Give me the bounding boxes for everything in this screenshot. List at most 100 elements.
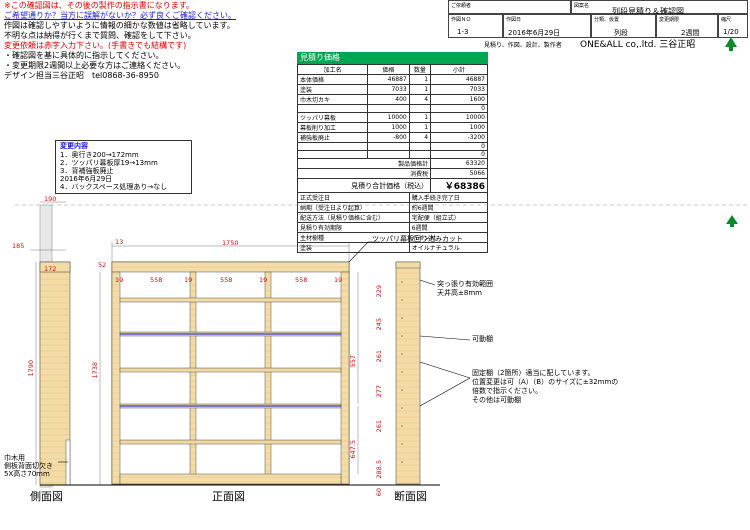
- category-caption: 分類、仮置: [594, 17, 620, 23]
- dim-19-d: 19: [334, 276, 343, 284]
- right-side-board: [340, 271, 350, 485]
- front-view: [100, 261, 380, 486]
- side-view: [39, 204, 110, 488]
- change-item: 2．ツッパリ幕板厚19→13mm: [60, 159, 158, 167]
- callout-movable-leader: [419, 335, 471, 341]
- callout-habaki-3: 5X高さ70mm: [4, 470, 50, 478]
- partition-1: [189, 271, 197, 485]
- dim-172: 172: [44, 265, 57, 273]
- dim-19-c: 19: [259, 276, 268, 284]
- info-value: オイルナチュラル: [408, 242, 489, 253]
- dim-1750: 1750: [222, 239, 239, 247]
- drawing-name-cell: 図案名 列段見積り＆確認図: [571, 0, 748, 16]
- change-title: 変更内容: [60, 142, 88, 150]
- section-panel: [395, 261, 421, 485]
- drawing-date: 2016年6月29日: [508, 29, 561, 37]
- callout-span: 突っ張り有効範囲: [437, 280, 493, 288]
- dim-60: 60: [375, 488, 383, 497]
- dim-52: 52: [98, 261, 107, 269]
- date-caption: 作図日: [506, 17, 522, 23]
- partition-2: [264, 271, 272, 485]
- change-item: 4．バックスペース処理あり→なし: [60, 183, 168, 191]
- callout-habaki-1: 巾木用: [4, 454, 25, 462]
- dim-558-2: 558: [220, 276, 233, 284]
- dim-261: 261: [375, 350, 383, 363]
- note-line-5: 変更依頼は赤字入力下さい。(手書きでも結構です): [4, 41, 187, 50]
- side-view-label: 側面図: [30, 490, 63, 503]
- callout-fixed-1: 固定棚（2箇所）適当に配しています。: [472, 369, 595, 377]
- callout-fixed-leader: [419, 377, 471, 407]
- callout-fixed-4: その他は可動棚: [472, 396, 521, 404]
- dim-2885: 288.5: [375, 460, 383, 479]
- left-side-board: [111, 271, 121, 485]
- drawing-no-cell: 作図ＮＯ 1-3: [448, 14, 503, 38]
- callout-top-leader: [348, 241, 380, 263]
- shelf-board: [119, 297, 342, 303]
- category: 列段: [614, 29, 628, 37]
- side-top: [39, 261, 71, 273]
- dim-19: 19: [115, 276, 124, 284]
- note-line-2: ご希望通りか？当方に誤解がないか？必ず良くご確認ください。: [4, 11, 236, 20]
- dim-261-b: 261: [375, 420, 383, 433]
- client-caption: ご依頼者: [451, 3, 472, 9]
- dim-190: 190: [44, 195, 57, 203]
- note-line-4: 不明な点は納得が行くまで質問、確認をして下さい。: [4, 31, 196, 40]
- callout-movable: 可動棚: [472, 335, 493, 343]
- callout-span-2: 天井高±8mm: [437, 289, 482, 297]
- shelf-board: [119, 367, 342, 373]
- change-item: 2016年6月29日: [60, 175, 113, 183]
- dim-245: 245: [375, 318, 383, 331]
- dim-647: 647.5: [349, 440, 357, 459]
- change-box: 変更内容 1．奥行き200→172mm 2．ツッパリ幕板厚19→13mm 3．背…: [55, 140, 192, 194]
- scale: 1/20: [723, 28, 739, 36]
- callout-habaki-2: 側板背面切欠き: [4, 462, 53, 470]
- title-block: ご依頼者 図案名 列段見積り＆確認図 作図ＮＯ 1-3 作図日 2016年6月2…: [448, 0, 748, 38]
- top-board: [111, 261, 350, 273]
- change-item: 3．背補強板廃止: [60, 167, 114, 175]
- callout-fixed-leader-2: [419, 361, 471, 379]
- front-view-label: 正面図: [212, 490, 245, 503]
- note-line-1: ※この確認図は、その後の製作の指示書になります。: [4, 1, 194, 10]
- dim-1738: 1738: [91, 362, 99, 379]
- callout-fixed-2: 位置変更は可（A）（B）のサイズに±32mmの: [472, 378, 619, 386]
- scale-caption: 縮尺: [721, 17, 732, 23]
- dim-557: 557: [349, 355, 357, 368]
- callout-span-leader: [419, 279, 436, 286]
- deadline: 2週間: [681, 29, 700, 37]
- deadline-cell: 変更期限 2週間: [656, 14, 718, 38]
- scale-cell: 縮尺 1/20: [718, 14, 748, 38]
- shelf-board: [119, 439, 342, 445]
- drawing-name-caption: 図案名: [574, 3, 590, 9]
- dim-185: 185: [12, 242, 25, 250]
- company-name: ONE&ALL co,.ltd. 三谷正昭: [580, 40, 696, 50]
- dim-558-3: 558: [295, 276, 308, 284]
- dim-1790: 1790: [27, 360, 35, 377]
- section-view-label: 断面図: [394, 490, 427, 503]
- drawing-no: 1-3: [457, 28, 469, 36]
- tree-mark-icon: [726, 215, 738, 227]
- front-outline: [111, 261, 350, 485]
- company-caption: 見積り、作図、設計、製作者: [484, 42, 562, 49]
- dim-229: 229: [375, 285, 383, 298]
- note-line-8: デザイン担当三谷正昭 tel0868-36-8950: [4, 71, 159, 80]
- section-view: [380, 261, 440, 486]
- dim-558-1: 558: [150, 276, 163, 284]
- deadline-caption: 変更期限: [659, 17, 680, 23]
- company-logo-icon: [725, 37, 737, 51]
- note-line-6: ・確認図を基に具体的に指示してください。: [4, 51, 164, 60]
- note-line-7: ・変更期限2週間以上必要な方はご連絡ください。: [4, 61, 186, 70]
- category-cell: 分類、仮置 列段: [591, 14, 656, 38]
- dim-19-b: 19: [184, 276, 193, 284]
- drawing-no-caption: 作図ＮＯ: [451, 17, 472, 23]
- habaki-notch: [65, 439, 71, 486]
- change-item: 1．奥行き200→172mm: [60, 151, 139, 159]
- dim-13: 13: [115, 238, 124, 246]
- side-panel: [39, 261, 71, 486]
- dim-277: 277: [375, 385, 383, 398]
- callout-fixed-3: 倍数で指示ください。: [472, 387, 542, 395]
- client-cell: ご依頼者: [448, 0, 571, 14]
- callout-top: ツッパリ幕板回り込みカット: [372, 235, 463, 243]
- price-table-title: 見積り価格: [297, 52, 488, 64]
